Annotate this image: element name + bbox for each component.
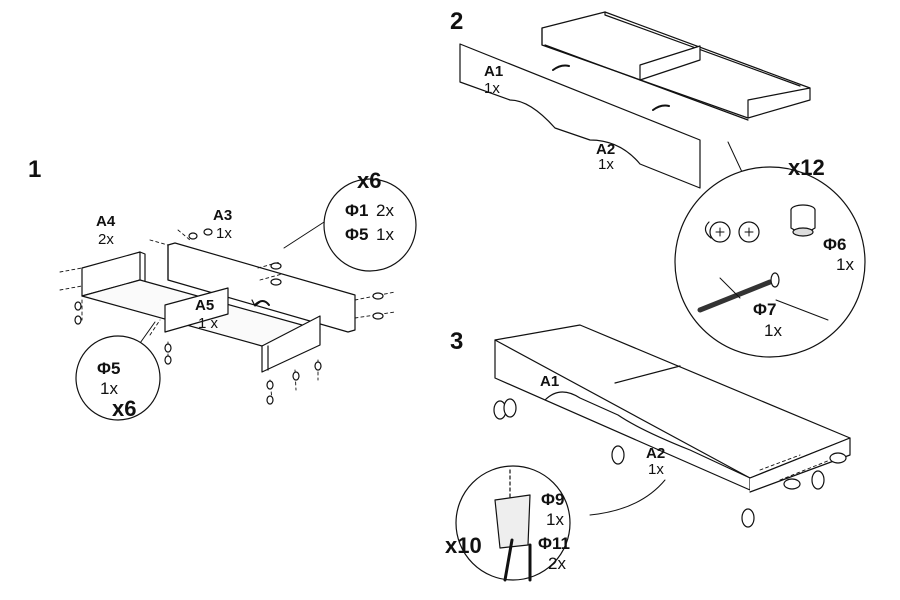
fitting-phi6-qty: 1x (836, 255, 854, 274)
connecting-bolt-icon (697, 272, 780, 313)
cam-fitting-icon (790, 204, 816, 237)
step-number-3: 3 (450, 328, 464, 355)
fitting-phi1-code: Φ1 (345, 201, 369, 220)
part-a1-code-step3: A1 (540, 373, 560, 390)
part-a1-qty-step2: 1x (484, 80, 500, 97)
callout-multiplier-step1-bottom: x6 (112, 396, 137, 421)
part-a3-code: A3 (213, 207, 233, 224)
fitting-phi11-code: Φ11 (538, 534, 570, 553)
step2-drawing (459, 11, 866, 358)
fitting-phi9-qty: 1x (546, 510, 564, 529)
step3-drawing (455, 324, 851, 582)
callout-circle-step1-top (323, 178, 417, 272)
fitting-phi6-code: Φ6 (823, 235, 847, 254)
panel-a4-right (261, 315, 321, 373)
front-panel-step3 (494, 339, 751, 491)
fitting-phi11-qty: 2x (548, 554, 566, 573)
fitting-phi1-qty: 2x (376, 201, 394, 220)
part-a4-qty: 2x (98, 231, 114, 248)
part-a5-code: A5 (195, 297, 215, 314)
part-a4-code: A4 (96, 213, 116, 230)
part-a2-code-step3: A2 (646, 445, 666, 462)
part-a5-qty: 1 x (198, 315, 219, 332)
fitting-phi5-code: Φ5 (345, 225, 369, 244)
fitting-phi7-code: Φ7 (753, 300, 777, 319)
divider-step2 (639, 45, 701, 81)
front-panel-a1 (459, 43, 701, 189)
dowel-pins (74, 228, 384, 405)
callout-multiplier-step2: x12 (788, 155, 825, 180)
part-a2-code-step2: A2 (596, 141, 616, 158)
cam-lock-icon (709, 221, 731, 243)
step-number-1: 1 (28, 156, 42, 183)
callout-circle-step2 (674, 166, 866, 358)
fitting-phi7-qty: 1x (764, 321, 782, 340)
part-a2-qty-step2: 1x (598, 156, 614, 173)
insert-arrow-step1 (254, 300, 270, 306)
fitting-phi9-code: Φ9 (541, 490, 565, 509)
fitting-phi5-qty: 1x (376, 225, 394, 244)
part-a3-qty: 1x (216, 225, 232, 242)
step1-drawing (59, 178, 417, 421)
callout-multiplier-step1-top: x6 (357, 168, 382, 193)
callout-multiplier-step3: x10 (445, 533, 482, 558)
fitting-phi5-qty-bottom: 1x (100, 379, 118, 398)
fitting-phi5-code-bottom: Φ5 (97, 359, 121, 378)
part-a1-code-step2: A1 (484, 63, 504, 80)
panel-a5-divider (164, 287, 229, 333)
step-number-2: 2 (450, 8, 464, 35)
part-a2-qty-step3: 1x (648, 461, 664, 478)
callout-circle-step1-bottom (75, 335, 161, 421)
caster-screw-icon (494, 469, 532, 582)
casters-step3 (493, 398, 847, 528)
